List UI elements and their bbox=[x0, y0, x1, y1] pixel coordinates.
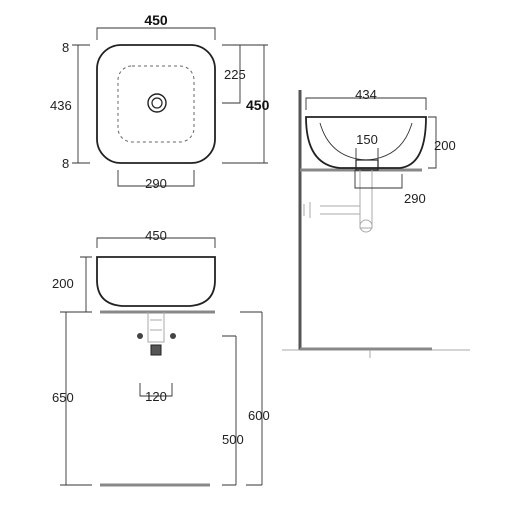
dim-top-margin-bottom: 8 bbox=[62, 156, 69, 171]
dim-top-width: 450 bbox=[144, 12, 168, 28]
dim-side-height: 200 bbox=[434, 138, 456, 153]
dim-drain-spacing-top: 290 bbox=[145, 176, 167, 191]
dim-half-depth: 225 bbox=[224, 67, 246, 82]
front-siphon bbox=[147, 312, 165, 343]
front-basin bbox=[96, 256, 216, 307]
front-valve-left bbox=[137, 333, 143, 339]
dim-drain-height: 600 bbox=[248, 408, 270, 423]
dim-front-width: 450 bbox=[145, 228, 167, 243]
dim-side-spacing: 290 bbox=[404, 191, 426, 206]
top-view: 450 8 436 8 225 450 290 bbox=[50, 12, 270, 191]
drain-inner bbox=[151, 97, 163, 109]
dim-inner-height: 436 bbox=[50, 98, 72, 113]
dim-basin-height: 200 bbox=[52, 276, 74, 291]
dim-top-margin-top: 8 bbox=[62, 40, 69, 55]
front-pipe-nut bbox=[150, 344, 162, 356]
dim-outlet-height: 500 bbox=[222, 432, 244, 447]
dim-pipe-spacing: 120 bbox=[145, 389, 167, 404]
side-view: 434 150 200 290 bbox=[282, 87, 470, 358]
dim-depth-total: 450 bbox=[246, 97, 270, 113]
basin-outline-top bbox=[96, 44, 216, 164]
side-drain bbox=[355, 159, 379, 171]
front-valve-right bbox=[170, 333, 176, 339]
dim-side-width: 434 bbox=[355, 87, 377, 102]
drain-outer bbox=[147, 93, 167, 113]
basin-bowl-dashed bbox=[117, 65, 195, 143]
front-view: 450 120 200 650 500 600 bbox=[52, 228, 270, 487]
side-siphon-cap bbox=[359, 219, 373, 233]
dim-counter-height: 650 bbox=[52, 390, 74, 405]
side-basin-outline bbox=[305, 116, 427, 169]
side-siphon bbox=[303, 170, 373, 229]
dim-side-drain: 150 bbox=[356, 132, 378, 147]
